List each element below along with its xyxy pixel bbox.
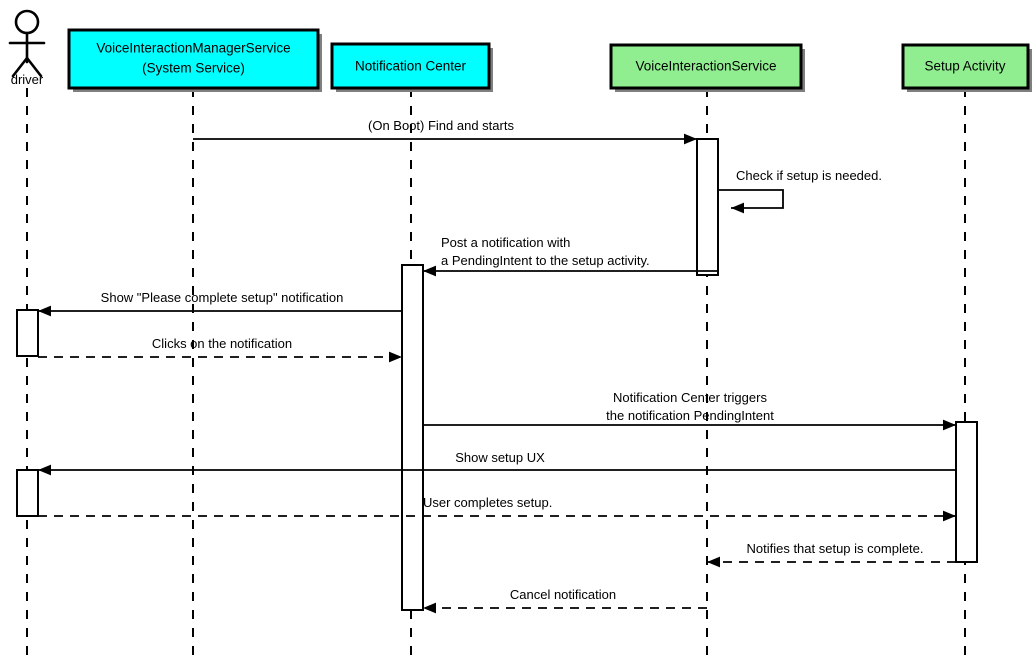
- message-check-if-setup-is-needed[interactable]: Check if setup is needed.: [718, 168, 882, 214]
- message-label-notification-center-triggers-line2: the notification PendingIntent: [606, 408, 774, 423]
- message-label-on-boot-find-and-starts: (On Boot) Find and starts: [368, 118, 514, 133]
- message-label-post-a-notification-line2: a PendingIntent to the setup activity.: [441, 253, 650, 268]
- message-self-call-path: [718, 189, 784, 214]
- message-label-show-setup-ux: Show setup UX: [455, 450, 545, 465]
- participant-box-vims[interactable]: VoiceInteractionManagerService (System S…: [67, 28, 322, 92]
- actor-right-leg-icon: [25, 56, 43, 78]
- actor-head-icon: [14, 9, 40, 35]
- message-show-setup-ux[interactable]: Show setup UX: [38, 450, 956, 476]
- participant-box-notification-center[interactable]: Notification Center: [330, 42, 493, 92]
- activation-bar-notification-center: [401, 264, 424, 611]
- vis-box: [609, 43, 803, 90]
- activation-bars-group: [16, 138, 978, 611]
- notification-center-box: [330, 42, 491, 90]
- message-label-notification-center-triggers-line1: Notification Center triggers: [613, 390, 767, 405]
- actor-driver[interactable]: driver: [8, 9, 46, 87]
- participant-box-setup-activity[interactable]: Setup Activity: [901, 43, 1032, 92]
- participant-box-voice-interaction-service[interactable]: VoiceInteractionService: [609, 43, 805, 92]
- message-post-a-notification[interactable]: Post a notification with a PendingIntent…: [423, 235, 718, 277]
- message-cancel-notification[interactable]: Cancel notification: [423, 587, 707, 614]
- message-label-notifies-that-setup-is-complete: Notifies that setup is complete.: [746, 541, 923, 556]
- vims-label-line1: VoiceInteractionManagerService: [96, 41, 290, 56]
- actor-left-leg-icon: [11, 56, 29, 78]
- vims-label-line2: (System Service): [142, 61, 245, 76]
- message-label-post-a-notification-line1: Post a notification with: [441, 235, 570, 250]
- message-label-show-please-complete-setup-notification: Show "Please complete setup" notificatio…: [101, 290, 344, 305]
- message-label-clicks-on-the-notification: Clicks on the notification: [152, 336, 292, 351]
- setup-activity-box: [901, 43, 1030, 90]
- message-label-user-completes-setup: User completes setup.: [423, 495, 552, 510]
- vims-box: [67, 28, 320, 90]
- message-show-please-complete-setup-notification[interactable]: Show "Please complete setup" notificatio…: [38, 290, 402, 317]
- message-notification-center-triggers-pendingintent[interactable]: Notification Center triggers the notific…: [423, 390, 956, 431]
- setup-activity-label: Setup Activity: [924, 59, 1005, 74]
- message-on-boot-find-and-starts[interactable]: (On Boot) Find and starts: [193, 118, 697, 145]
- message-user-completes-setup[interactable]: User completes setup.: [38, 495, 956, 522]
- actor-label-driver: driver: [11, 72, 44, 87]
- activation-bar-setup-activity: [955, 421, 978, 563]
- notification-center-label: Notification Center: [355, 59, 467, 74]
- activation-bar-driver-1: [16, 309, 39, 357]
- message-notifies-that-setup-is-complete[interactable]: Notifies that setup is complete.: [707, 541, 956, 568]
- activation-bar-voice-interaction-service: [696, 138, 719, 276]
- message-clicks-on-the-notification[interactable]: Clicks on the notification: [38, 336, 402, 363]
- vis-label: VoiceInteractionService: [635, 59, 776, 74]
- activation-bar-driver-2: [16, 469, 39, 517]
- message-label-cancel-notification: Cancel notification: [510, 587, 616, 602]
- message-label-check-if-setup-is-needed: Check if setup is needed.: [736, 168, 882, 183]
